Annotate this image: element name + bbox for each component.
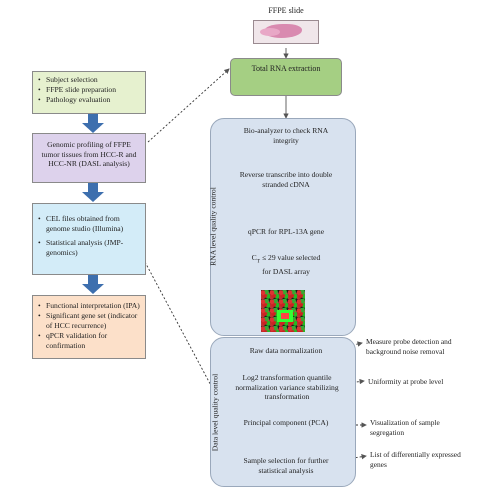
ct-prefix: C (251, 253, 257, 262)
box3-item: CEL files obtained from genome studio (I… (38, 214, 140, 234)
slide-title: FFPE slide (268, 6, 304, 15)
box3-item: Statistical analysis (JMP-genomics) (38, 238, 140, 258)
annotation-sample-segregation: Visualization of sample segregation (370, 418, 440, 437)
functional-interpretation-box: Functional interpretation (IPA) Signific… (32, 295, 146, 359)
total-rna-extraction-box: Total RNA extraction (230, 58, 342, 96)
raw-normalization-step: Raw data normalization (249, 346, 323, 355)
ffpe-slide-image (253, 20, 319, 44)
ct-value-step: CT ≤ 29 value selected for DASL array (236, 253, 336, 277)
flow-arrow-1 (82, 114, 104, 133)
flow-arrow-3 (82, 275, 104, 294)
cel-files-box: CEL files obtained from genome studio (I… (32, 203, 146, 275)
data-qc-label: Data level quality control (210, 373, 220, 452)
log2-transformation-step: Log2 transformation quantile normalizati… (235, 373, 339, 401)
box4-item: Significant gene set (indicator of HCC r… (38, 311, 140, 331)
qpcr-step: qPCR for RPL-13A gene (247, 227, 325, 236)
ct-suffix: ≤ 29 value selected (260, 253, 321, 262)
data-qc-panel (210, 337, 356, 487)
annotation-probe-detection: Measure probe detection and background n… (366, 337, 452, 356)
box4-item: qPCR validation for confirmation (38, 331, 140, 351)
subject-selection-box: Subject selection FFPE slide preparation… (32, 71, 146, 114)
rna-extraction-label: Total RNA extraction (251, 64, 321, 73)
sample-selection-step: Sample selection for further statistical… (243, 456, 329, 475)
genomic-profiling-box: Genomic profiling of FFPE tumor tissues … (32, 133, 146, 183)
rna-qc-label: RNA level quality control (208, 187, 218, 266)
annotation-uniformity: Uniformity at probe level (368, 377, 444, 386)
genomic-profiling-text: Genomic profiling of FFPE tumor tissues … (41, 140, 137, 168)
ct-line2: for DASL array (262, 267, 310, 277)
box1-item: Pathology evaluation (38, 95, 140, 105)
left-flow-arrows (82, 114, 104, 294)
reverse-transcribe-step: Reverse transcribe into double stranded … (239, 170, 333, 189)
box4-item: Functional interpretation (IPA) (38, 301, 140, 311)
box1-item: Subject selection (38, 75, 140, 85)
dasl-array-image (261, 290, 305, 332)
annotation-differential-genes: List of differentially expressed genes (370, 450, 461, 469)
flow-arrow-2 (82, 183, 104, 202)
bioanalyzer-step: Bio-analyzer to check RNA integrity (243, 126, 329, 145)
box1-item: FFPE slide preparation (38, 85, 140, 95)
ct-sub: T (256, 258, 261, 265)
pca-step: Principal component (PCA) (243, 418, 329, 427)
